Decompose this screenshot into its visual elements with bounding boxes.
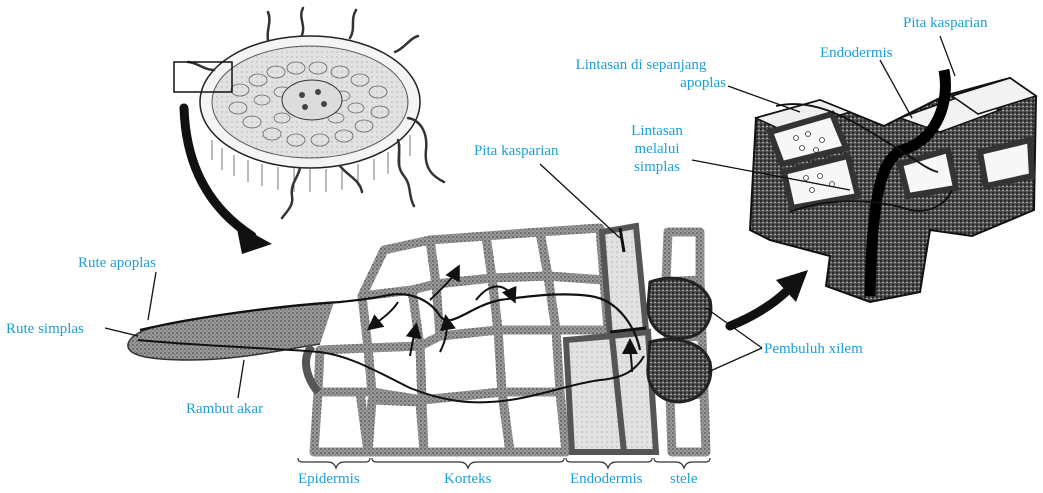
tissue-section (128, 218, 711, 454)
zoom-arrow-up (730, 270, 808, 326)
label-lintasan-apoplas: Lintasan di sepanjang apoplas (556, 56, 726, 92)
label-korteks: Korteks (444, 470, 492, 488)
label-lintasan-simplas-line3: simplas (612, 158, 702, 176)
label-lintasan-apoplas-line1: Lintasan di sepanjang (556, 56, 726, 74)
label-lintasan-simplas-line2: melalui (612, 140, 702, 158)
endodermis-3d-block (750, 70, 1036, 302)
label-lintasan-apoplas-line2: apoplas (556, 74, 726, 92)
label-pita-kasparian-top: Pita kasparian (903, 14, 988, 32)
label-endodermis-top: Endodermis (820, 44, 893, 62)
label-stele: stele (670, 470, 698, 488)
root-cross-section (174, 8, 444, 218)
label-pita-kasparian-mid: Pita kasparian (474, 142, 559, 160)
zone-brackets (298, 458, 710, 468)
label-pembuluh-xilem: Pembuluh xilem (764, 340, 863, 358)
label-rute-apoplas: Rute apoplas (78, 254, 156, 272)
label-lintasan-simplas-line1: Lintasan (612, 122, 702, 140)
label-rambut-akar: Rambut akar (186, 400, 263, 418)
label-lintasan-simplas: Lintasan melalui simplas (612, 122, 702, 176)
label-endodermis-bottom: Endodermis (570, 470, 643, 488)
label-rute-simplas: Rute simplas (6, 320, 84, 338)
label-epidermis: Epidermis (298, 470, 360, 488)
